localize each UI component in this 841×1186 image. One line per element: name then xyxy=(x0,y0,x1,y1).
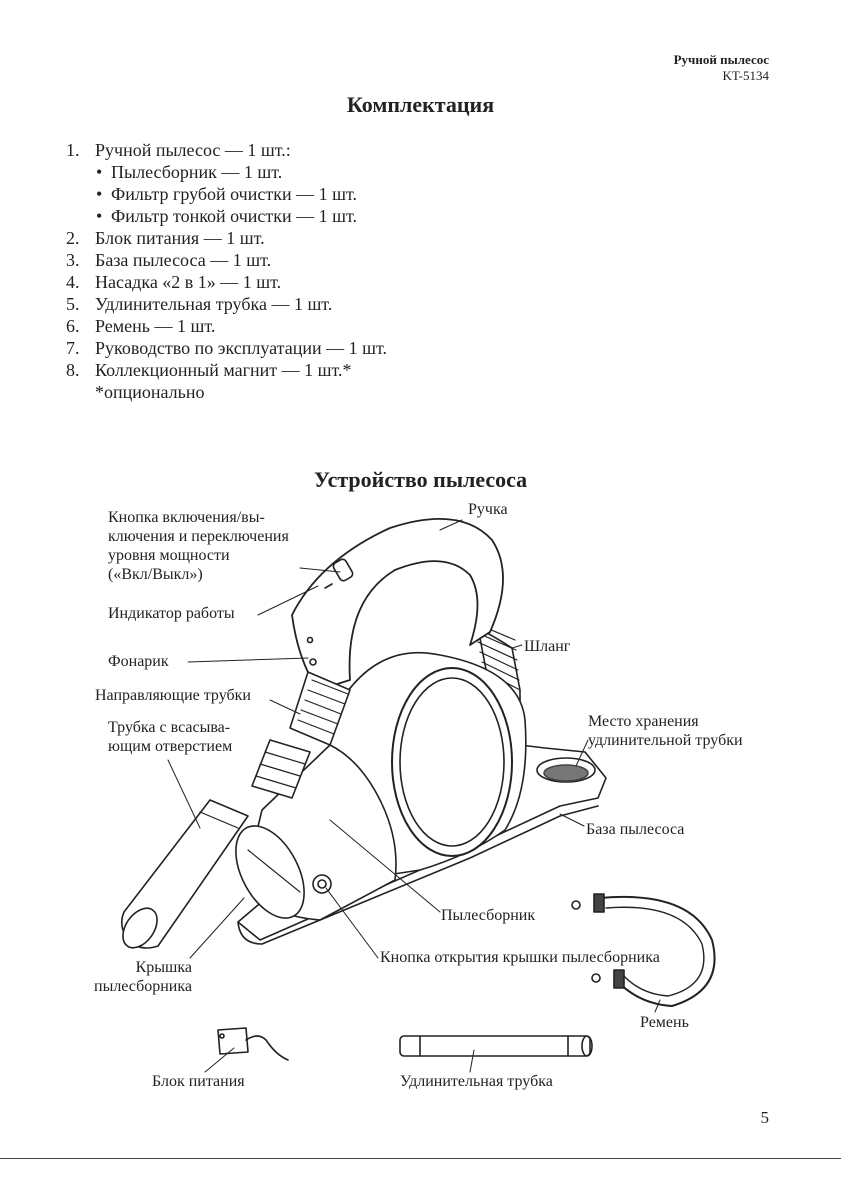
label-flashlight: Фонарик xyxy=(108,653,169,670)
label-lid: Крышка пылесборника xyxy=(94,959,192,995)
label-handle: Ручка xyxy=(468,501,508,518)
label-guide-tubes: Направляющие трубки xyxy=(95,687,251,704)
belt-shape xyxy=(571,893,716,1007)
extension-tube-shape xyxy=(399,1035,593,1057)
header-product-name: Ручной пылесос xyxy=(673,52,769,67)
label-belt: Ремень xyxy=(640,1014,689,1031)
label-indicator: Индикатор работы xyxy=(108,605,235,622)
label-suction-tube: Трубка с всасыва- ющим отверстием xyxy=(108,719,233,755)
label-power-unit: Блок питания xyxy=(152,1073,245,1090)
label-extension-tube: Удлинительная трубка xyxy=(400,1073,553,1090)
label-base: База пылесоса xyxy=(586,821,685,838)
label-power-button: Кнопка включения/вы- ключения и переключ… xyxy=(108,509,289,583)
bottom-rule xyxy=(0,1158,841,1159)
dust-container-shape xyxy=(235,744,397,921)
leader-lines xyxy=(167,519,661,1073)
label-storage: Место хранения удлинительной трубки xyxy=(588,713,743,749)
handle-shape xyxy=(291,518,504,691)
page-number: 5 xyxy=(760,1108,770,1127)
header-model-number: KT-5134 xyxy=(722,68,769,83)
label-open-button: Кнопка открытия крышки пылесборника xyxy=(380,949,660,966)
device-title: Устройство пылесоса xyxy=(313,467,528,492)
contents-title: Комплектация xyxy=(346,92,495,117)
label-hose: Шланг xyxy=(524,638,571,655)
label-dust-container: Пылесборник xyxy=(441,907,536,924)
suction-tube-shape xyxy=(120,671,351,949)
power-unit-shape xyxy=(217,1027,289,1061)
